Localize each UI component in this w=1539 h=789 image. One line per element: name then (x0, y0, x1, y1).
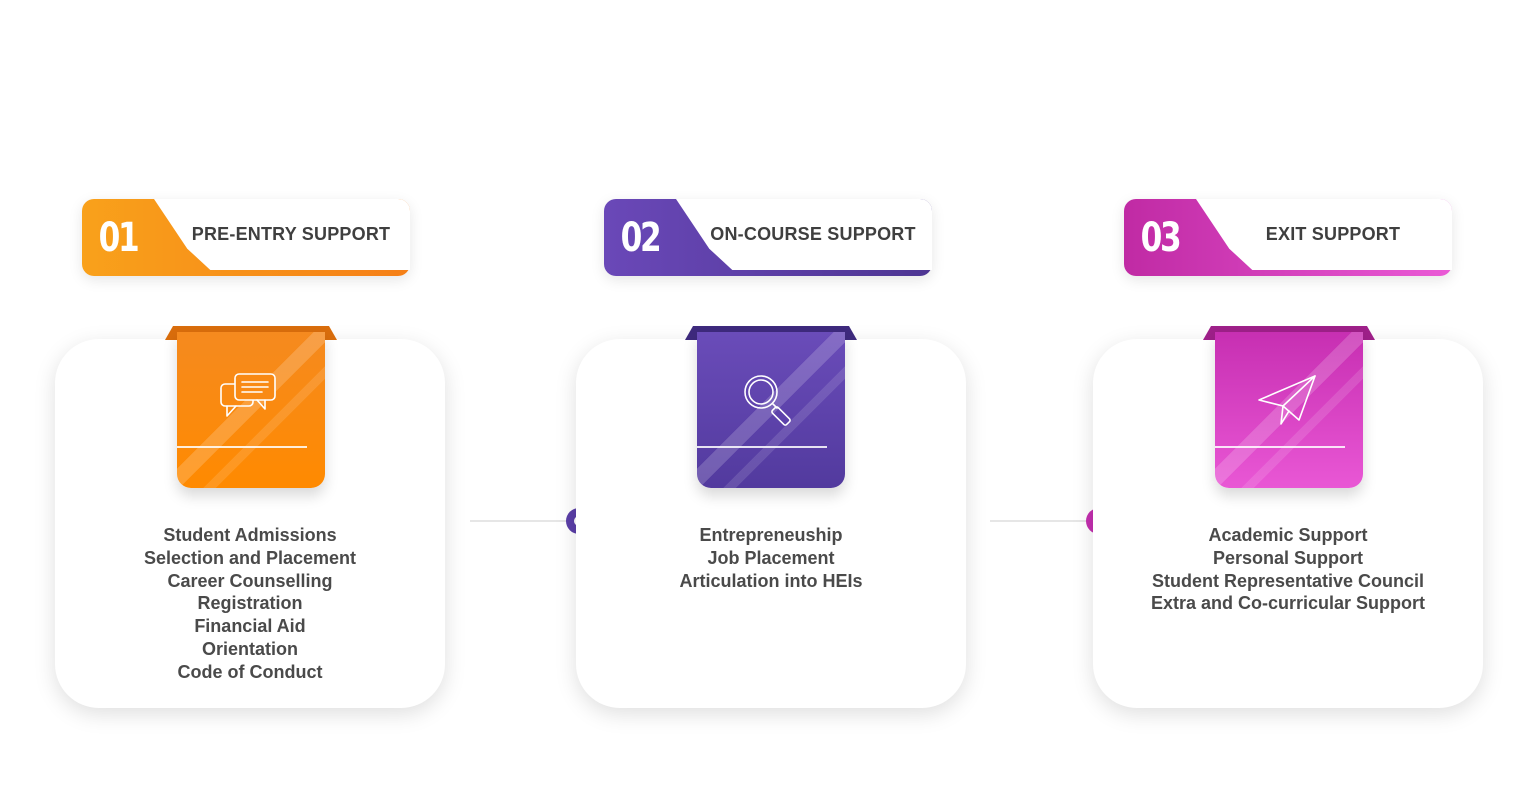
stage-2-number: 02 (620, 214, 662, 261)
stage-1-number: 01 (98, 214, 140, 261)
stage-3-items: Academic Support Personal Support Studen… (1093, 524, 1483, 615)
list-item: Student Representative Council (1151, 570, 1425, 591)
stage-1-header: 01 PRE-ENTRY SUPPORT (82, 199, 410, 276)
stage-1-items: Student Admissions Selection and Placeme… (55, 524, 445, 684)
chat-bubbles-icon (220, 373, 276, 417)
list-item: Code of Conduct (177, 661, 323, 682)
stage-3-title: EXIT SUPPORT (1265, 224, 1401, 244)
stage-3-number: 03 (1140, 214, 1182, 261)
list-item: Student Admissions (163, 525, 337, 545)
list-item: Articulation into HEIs (679, 570, 863, 591)
stage-2-header: 02 ON-COURSE SUPPORT (604, 199, 932, 276)
list-item: Registration (197, 593, 303, 614)
stage-2-title: ON-COURSE SUPPORT (710, 224, 916, 244)
list-item: Entrepreneuship (699, 525, 843, 545)
stage-2-card: Entrepreneuship Job Placement Articulati… (576, 339, 966, 708)
magnifier-icon (744, 375, 791, 426)
connector-2-3 (990, 520, 1100, 522)
stage-1-ribbon (165, 326, 337, 494)
list-item: Career Counselling (167, 570, 333, 591)
list-item: Personal Support (1212, 547, 1364, 568)
list-item: Selection and Placement (143, 547, 357, 568)
stage-3-header: 03 EXIT SUPPORT (1124, 199, 1452, 276)
stage-2-ribbon (685, 326, 857, 494)
stage-2-items: Entrepreneuship Job Placement Articulati… (576, 524, 966, 592)
connector-1-2 (470, 520, 580, 522)
list-item: Extra and Co-curricular Support (1150, 593, 1426, 614)
list-item: Job Placement (707, 547, 835, 568)
list-item: Academic Support (1208, 525, 1368, 545)
stage-1-title: PRE-ENTRY SUPPORT (191, 224, 391, 244)
list-item: Financial Aid (194, 616, 306, 637)
paper-plane-icon (1258, 375, 1316, 425)
list-item: Orientation (201, 638, 298, 659)
stage-3-ribbon (1203, 326, 1375, 494)
